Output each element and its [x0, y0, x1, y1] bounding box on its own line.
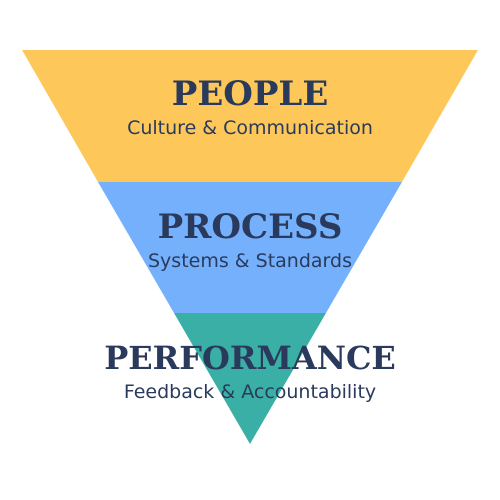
- layer-performance-title: PERFORMANCE: [104, 339, 396, 377]
- layer-process-title: PROCESS: [157, 207, 343, 247]
- layer-people: PEOPLE Culture & Communication: [0, 74, 500, 140]
- layer-process-subtitle: Systems & Standards: [148, 250, 352, 272]
- layer-performance-band: [174, 313, 326, 444]
- layer-performance: PERFORMANCE Feedback & Accountability: [0, 338, 500, 404]
- layer-people-title: PEOPLE: [171, 74, 329, 114]
- layer-people-band: [22, 50, 478, 182]
- layer-performance-subtitle: Feedback & Accountability: [123, 381, 377, 403]
- layer-process: PROCESS Systems & Standards: [0, 207, 500, 273]
- layer-people-subtitle: Culture & Communication: [127, 117, 373, 139]
- layer-process-band: [98, 182, 402, 313]
